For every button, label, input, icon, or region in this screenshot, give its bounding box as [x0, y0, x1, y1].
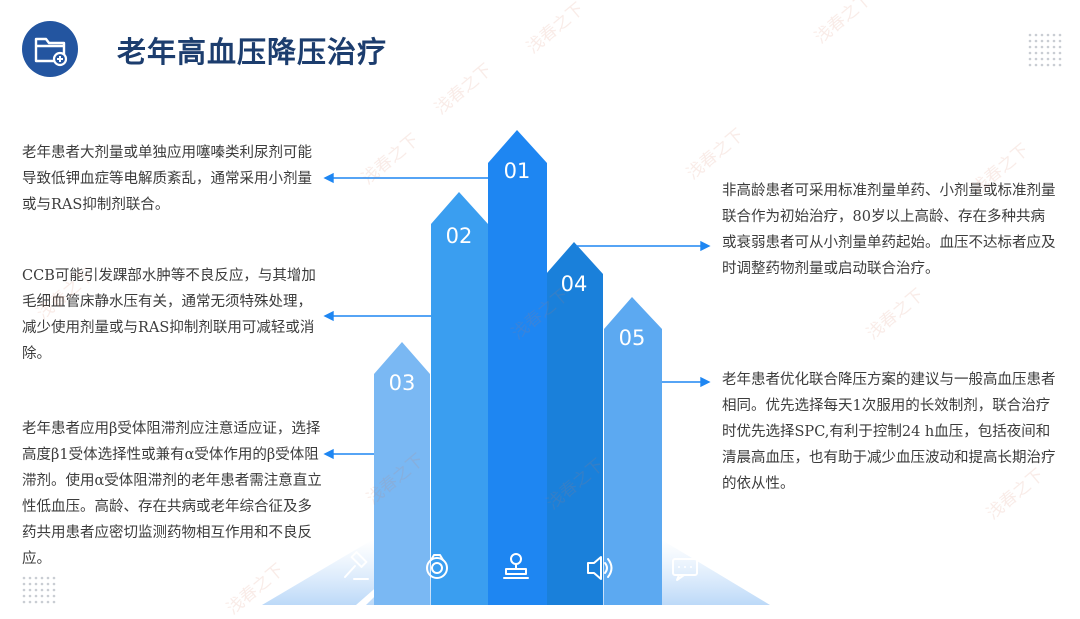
- medal-icon: [426, 554, 448, 579]
- text-block-ccb: CCB可能引发踝部水肿等不良反应，与其增加毛细血管床静水压有关，通常无须特殊处理…: [22, 268, 316, 362]
- text-block-initial-therapy: 非高龄患者可采用标准剂量单药、小剂量或标准剂量联合作为初始治疗，80岁以上高龄、…: [722, 183, 1056, 277]
- arrow-number-05: 05: [619, 326, 646, 350]
- arrow-04: [546, 242, 603, 605]
- chat-icon: [672, 558, 698, 581]
- arrow-03: [374, 342, 430, 605]
- connector-arrowhead: [700, 376, 711, 388]
- dot-grid-decoration: [1028, 33, 1062, 67]
- arrow-number-04: 04: [561, 272, 588, 296]
- text-block-diuretics: 老年患者大剂量或单独应用噻嗪类利尿剂可能导致低钾血症等电解质紊乱，通常采用小剂量…: [22, 145, 312, 213]
- arrow-02: [431, 192, 488, 605]
- arrow-number-01: 01: [504, 159, 531, 183]
- gavel-icon: [344, 551, 369, 580]
- stamp-icon: [503, 553, 529, 579]
- folder-add-icon: [22, 21, 78, 77]
- arrow-01: [488, 130, 547, 605]
- connector-arrowhead: [323, 448, 334, 460]
- arrow-05: [604, 297, 662, 605]
- speaker-icon: [587, 556, 613, 580]
- connector-arrowhead: [700, 240, 711, 252]
- connector-arrowhead: [323, 310, 334, 322]
- arrow-number-03: 03: [389, 371, 416, 395]
- text-block-beta-blockers: 老年患者应用β受体阻滞剂应注意适应证，选择高度β1受体选择性或兼有α受体作用的β…: [22, 421, 322, 567]
- connector-arrowhead: [323, 172, 334, 184]
- text-block-combination-therapy: 老年患者优化联合降压方案的建议与一般高血压患者相同。优先选择每天1次服用的长效制…: [722, 372, 1056, 492]
- arrow-number-02: 02: [446, 224, 473, 248]
- page-title: 老年高血压降压治疗: [117, 35, 388, 69]
- dot-grid-decoration: [22, 576, 56, 604]
